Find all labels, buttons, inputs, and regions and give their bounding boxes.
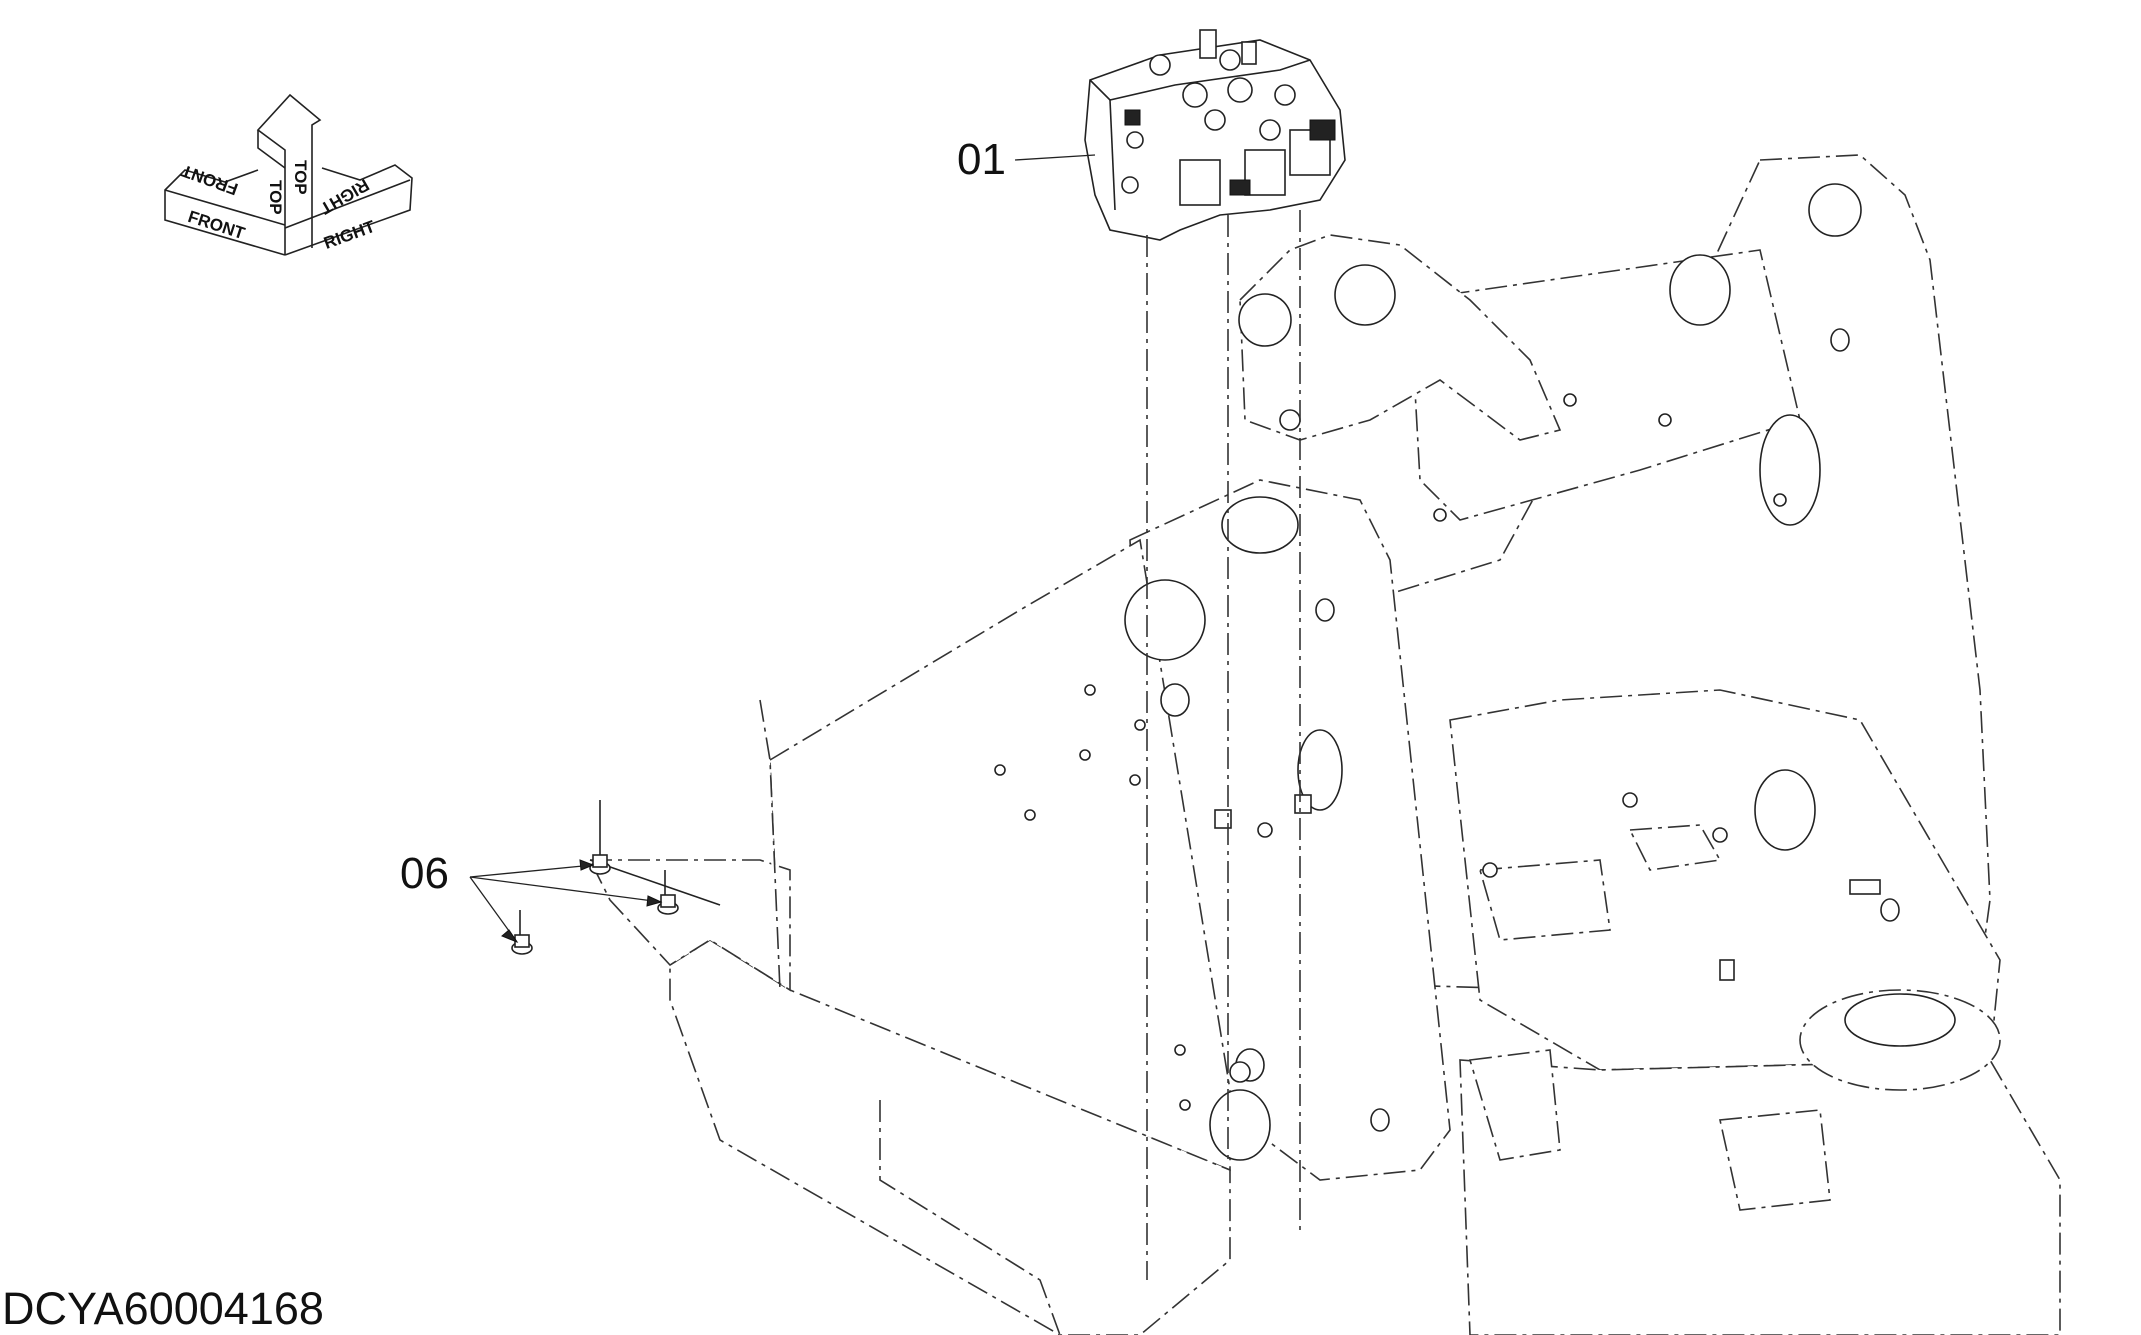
leader-06-b — [469, 876, 662, 903]
orientation-label-right-top: RIGHT — [317, 175, 373, 218]
leader-06-a — [469, 864, 594, 878]
orientation-label-front-top: FRONT — [178, 161, 240, 199]
callout-06: 06 — [400, 849, 449, 898]
capscrew-2 — [657, 870, 679, 915]
callout-01: 01 — [957, 135, 1006, 184]
capscrew-1 — [589, 800, 721, 906]
orientation-indicator: FRONT FRONT TOP TOP RIGHT RIGHT — [164, 93, 413, 256]
orientation-label-top-left: TOP — [266, 180, 285, 215]
orientation-label-right: RIGHT — [321, 217, 378, 253]
control-valve-01 — [1084, 29, 1346, 241]
capscrews-06 — [511, 800, 721, 955]
valve-projection-lines — [1146, 210, 1301, 1280]
mounting-studs — [994, 393, 1881, 1111]
loader-front-frame — [588, 154, 2061, 1335]
callout-leaders — [469, 154, 1096, 944]
leader-01 — [1014, 154, 1096, 161]
capscrew-3 — [511, 910, 533, 955]
orientation-label-top-right: TOP — [291, 160, 310, 195]
orientation-label-front: FRONT — [186, 207, 248, 243]
document-id: DCYA60004168 — [2, 1283, 324, 1334]
